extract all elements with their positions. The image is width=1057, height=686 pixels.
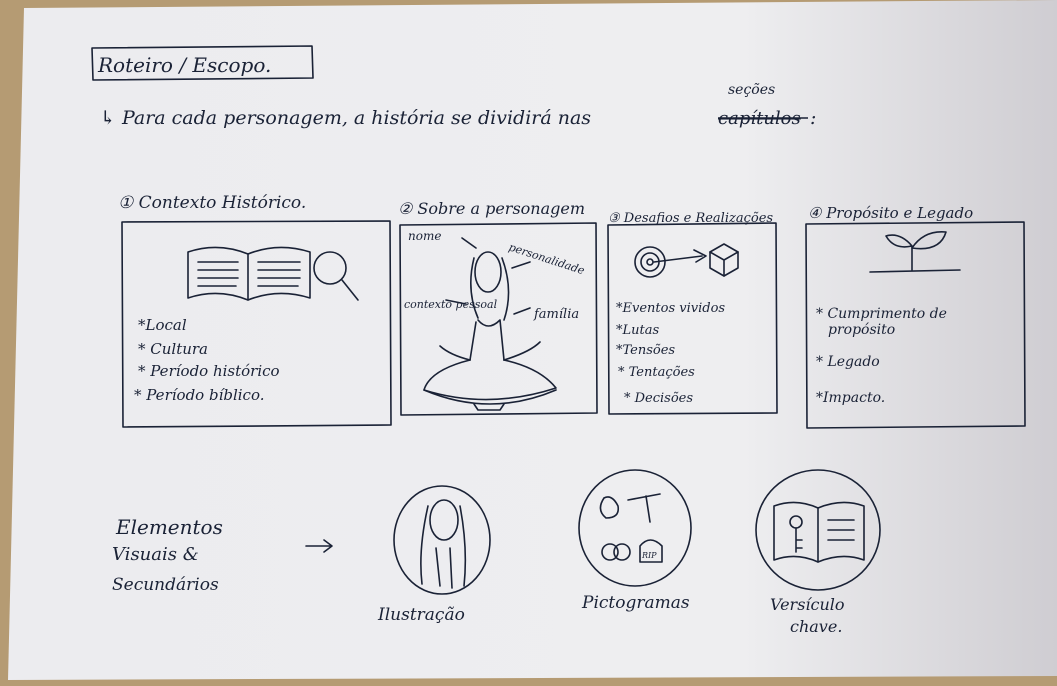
section-3-box [607, 222, 778, 415]
label-nome: nome [408, 229, 441, 243]
page-title: Roteiro / Escopo. [97, 53, 271, 77]
open-book-icon [187, 246, 311, 301]
inserted-word: seções [728, 82, 775, 98]
label-familia: família [533, 307, 579, 322]
section-1-box [121, 220, 392, 428]
section-1-item: * Período bíblico. [134, 386, 265, 404]
illustration-icon [393, 485, 491, 595]
arrow-nome [461, 237, 477, 249]
section-1-item: * Período histórico [138, 362, 280, 380]
section-4-box [805, 221, 1026, 429]
label-pictogramas: Pictogramas [581, 593, 690, 613]
sprout-icon [869, 231, 961, 273]
visual-heading-line: Elementos [115, 515, 223, 539]
section-4-item: *Impacto. [816, 390, 885, 406]
verse-book-icon [755, 469, 881, 591]
pictograms-icon [578, 469, 692, 587]
arrow-icon [653, 249, 707, 263]
arrow-personalidade [511, 261, 531, 269]
section-2-box [399, 222, 598, 416]
section-3-title: ③ Desafios e Realizações [608, 211, 773, 226]
section-3-item: *Eventos vividos [616, 301, 725, 316]
hammer-pictogram-icon [627, 493, 661, 523]
header-subtitle: ↳ Para cada personagem, a história se di… [100, 107, 591, 129]
label-versiculo: Versículo [770, 595, 845, 614]
visual-heading-line: Visuais & [112, 544, 199, 565]
section-3-item: * Decisões [624, 391, 693, 406]
subtitle-end: : [810, 107, 816, 129]
label-ilustracao: Ilustração [377, 605, 465, 625]
section-4-item: propósito [828, 322, 895, 338]
visual-heading-line: Secundários [112, 575, 219, 595]
section-4-item: * Cumprimento de [816, 306, 947, 322]
section-3-item: *Lutas [616, 323, 659, 338]
tombstone-pictogram-icon [639, 539, 663, 563]
label-chave: chave. [790, 617, 842, 636]
magnifier-icon [313, 251, 359, 301]
tombstone-text: RIP [641, 551, 657, 560]
character-drawing-icon [423, 251, 557, 411]
section-1-item: * Cultura [138, 340, 208, 358]
title-box [91, 45, 314, 81]
arrow-familia [513, 307, 531, 315]
apple-pictogram-icon [599, 496, 620, 519]
cube-icon [709, 243, 739, 277]
section-1-item: *Local [138, 316, 187, 334]
section-3-item: * Tentações [618, 365, 695, 380]
visual-arrow-icon [305, 539, 333, 553]
section-1-title: ① Contexto Histórico. [118, 193, 306, 213]
paper-sheet [8, 0, 1057, 680]
section-2-title: ② Sobre a personagem [398, 199, 585, 218]
section-4-item: * Legado [816, 354, 880, 370]
label-contexto-pessoal: contexto pessoal [404, 298, 498, 311]
rings-pictogram-icon [601, 543, 619, 561]
arrow-contexto [445, 299, 467, 305]
section-4-title: ④ Propósito e Legado [808, 204, 973, 222]
section-3-item: *Tensões [616, 343, 675, 358]
